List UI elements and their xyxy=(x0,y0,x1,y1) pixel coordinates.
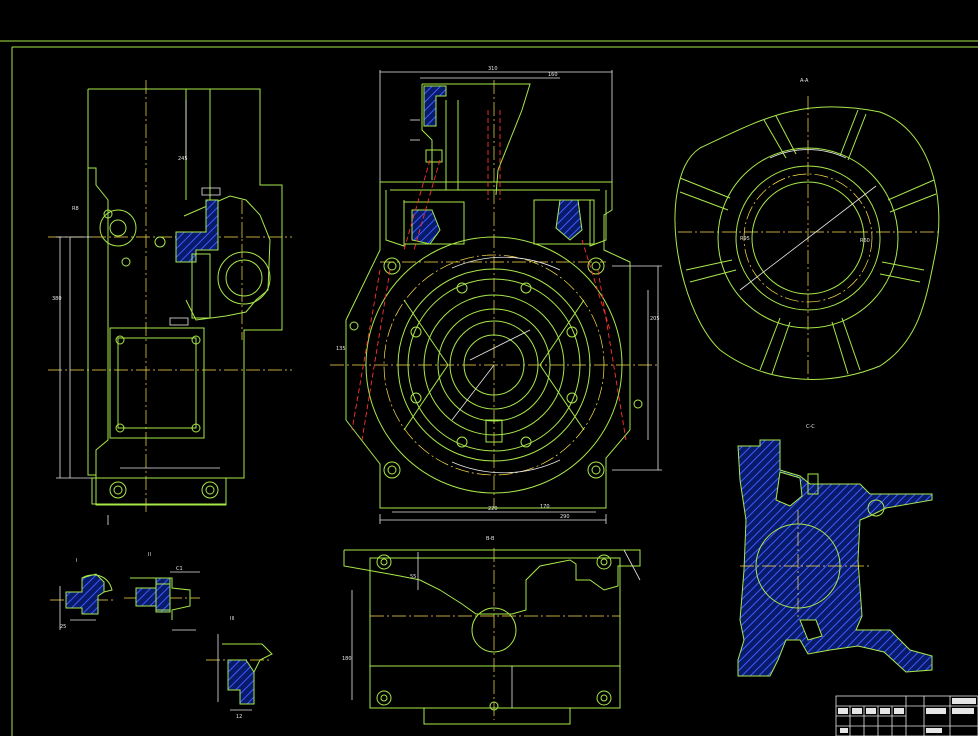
title-block xyxy=(835,695,978,736)
bottom-plan-view: B-B 180 55 xyxy=(342,536,641,725)
svg-text:R95: R95 xyxy=(740,236,750,242)
svg-text:290: 290 xyxy=(560,514,570,520)
section-view-c: C-C xyxy=(737,424,933,677)
svg-text:245: 245 xyxy=(178,156,188,162)
section-view-a: A-A R95 R60 xyxy=(674,78,940,380)
detail-view-2: II C1 xyxy=(124,552,200,631)
svg-text:R8: R8 xyxy=(72,206,79,212)
section-a-label: A-A xyxy=(800,78,809,84)
svg-text:380: 380 xyxy=(52,296,62,302)
detail-view-3: III 12 xyxy=(206,616,273,720)
svg-text:I: I xyxy=(76,558,77,564)
svg-text:II: II xyxy=(148,552,151,558)
left-side-view: R8 245 380 xyxy=(48,80,292,525)
svg-text:25: 25 xyxy=(60,624,66,630)
svg-text:R60: R60 xyxy=(860,238,870,244)
svg-text:135: 135 xyxy=(336,346,346,352)
svg-text:C1: C1 xyxy=(176,566,183,572)
section-b-label: B-B xyxy=(486,536,495,542)
svg-text:170: 170 xyxy=(540,504,550,510)
drawing-frame xyxy=(0,40,978,736)
svg-text:205: 205 xyxy=(650,316,660,322)
svg-text:III: III xyxy=(230,616,234,622)
svg-text:310: 310 xyxy=(488,66,498,72)
main-front-view: 310 160 xyxy=(330,66,662,524)
svg-text:12: 12 xyxy=(236,714,242,720)
svg-text:180: 180 xyxy=(342,656,352,662)
svg-text:160: 160 xyxy=(548,72,558,78)
svg-text:220: 220 xyxy=(488,506,498,512)
detail-view-1: I 25 xyxy=(50,558,116,630)
svg-text:55: 55 xyxy=(410,574,416,580)
section-c-label: C-C xyxy=(806,424,815,430)
